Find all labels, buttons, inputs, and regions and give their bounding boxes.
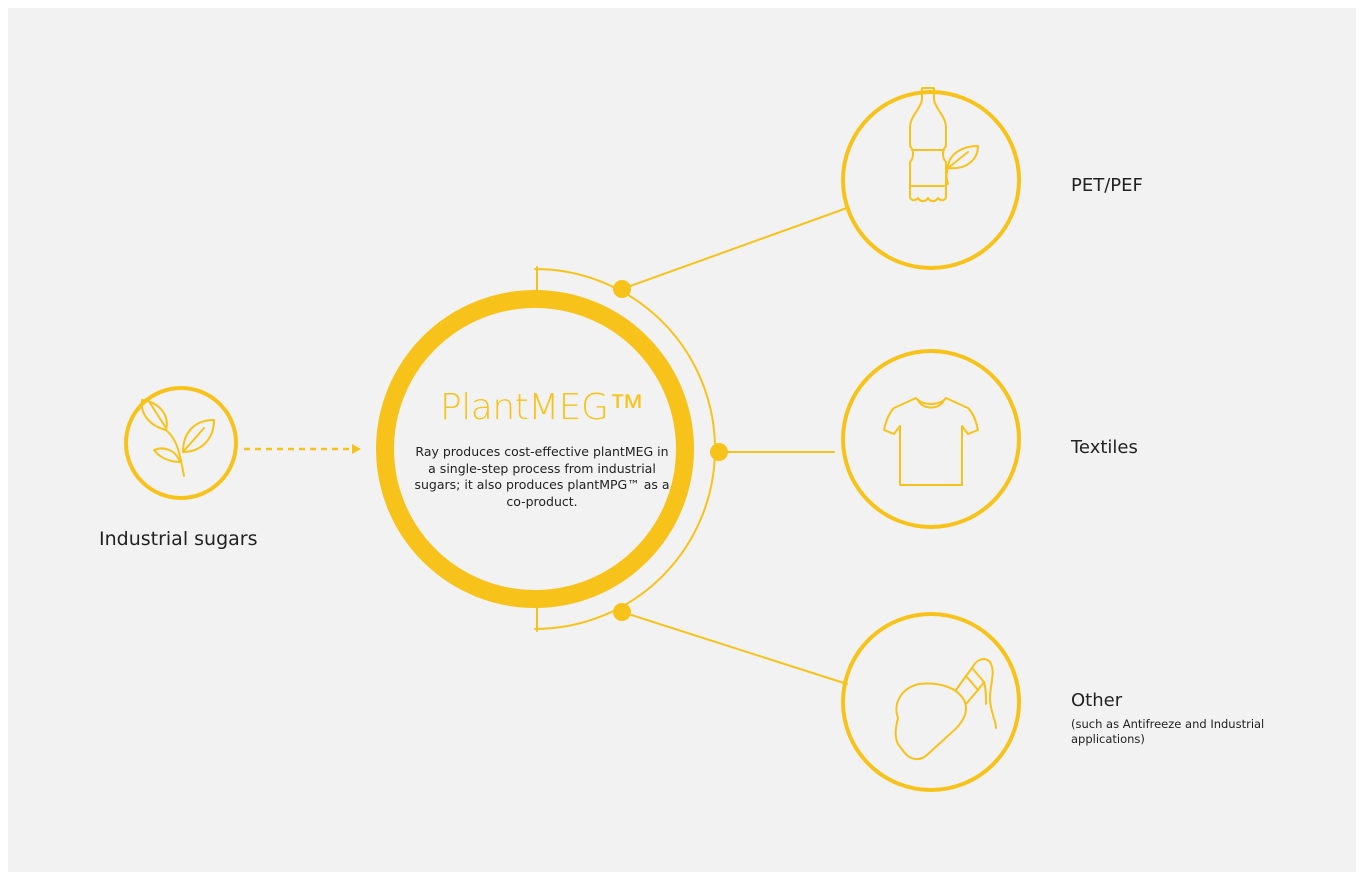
diagram-canvas: Industrial sugars PlantMEG™ Ray produces… [8, 8, 1356, 872]
center-description: Ray produces cost-effective plantMEG in … [414, 444, 670, 509]
output-label-textiles: Textiles [1071, 437, 1138, 458]
antifreeze-bottle-icon [894, 658, 997, 760]
output-label-other: Other [1071, 690, 1123, 711]
leaves-icon [140, 399, 215, 477]
output-circle-other [841, 612, 1021, 792]
output-note-other: (such as Antifreeze and Industrial appli… [1071, 717, 1265, 746]
tshirt-icon [883, 397, 979, 486]
connector-other [621, 611, 848, 685]
bottle-leaf-icon [909, 87, 979, 202]
center-title: PlantMEG™ [440, 387, 644, 428]
node-dot-pet [613, 280, 631, 298]
output-circle-textiles [841, 349, 1021, 529]
node-dot-other [613, 603, 631, 621]
connector-pet [621, 207, 848, 290]
input-circle [124, 386, 238, 500]
output-circle-pet [841, 90, 1021, 270]
flow-diagram [124, 87, 1021, 792]
input-label: Industrial sugars [99, 528, 258, 550]
center-ring [376, 290, 694, 608]
output-label-pet: PET/PEF [1071, 175, 1143, 196]
node-dot-textiles [710, 443, 728, 461]
arrow-head [352, 444, 361, 454]
